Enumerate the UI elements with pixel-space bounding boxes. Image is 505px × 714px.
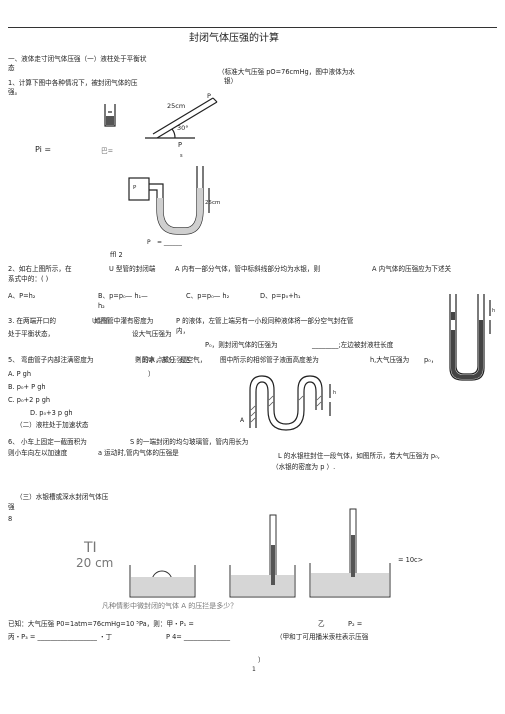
question-6: 6、 小车上固定一截面积为 (8, 438, 87, 446)
figure-5: A h (240, 375, 336, 431)
answer-5c: C. p₀+2 p gh (8, 396, 51, 404)
question-2-d: 系式中的：( ) (8, 275, 49, 283)
fig1-25cm: 25cm (167, 102, 185, 110)
fig5-a: A (240, 417, 245, 424)
question-5-d: h,大气压强为 (370, 356, 410, 364)
question-5-f: 则图中 (135, 356, 155, 364)
question-6-a: S 的一端封闭的均匀玻璃管，管内用长为 (130, 438, 249, 446)
question-6-e: （水银的密度为 p ）. (272, 463, 336, 471)
option-c: C、p=p₀— h₂ (186, 292, 230, 300)
answer-5a: A. P gh (8, 370, 32, 378)
question-1-cont: 强。 (8, 88, 22, 96)
question-3-b: U型管 (92, 317, 111, 325)
question-3-f: 处于平衡状态， (8, 330, 55, 338)
question-3-c: P 的液体，左管上端另有一小段同种液体将一部分空气封在管 (176, 317, 354, 325)
section-3-heading: （三）水银槽或深水封闭气体压 (16, 493, 109, 501)
question-8-prompt: 凡种情影中微封闭的气体 A 的压拦是多少？ (102, 602, 238, 610)
fig2-pb: P (133, 185, 137, 191)
question-3-d: 内， (176, 327, 190, 335)
question-5-c: 图中所示的相邻管子液面高度差为 (220, 356, 319, 364)
section-3-heading-cont: 强 (8, 503, 15, 511)
figure-2: P 25cm P = ______ (128, 166, 220, 246)
section-1-heading: 一、液体走寸闭气体压强（一）液柱处于平衡状 (8, 55, 147, 63)
answer-pi: Pi = (35, 145, 52, 154)
section-2-heading: （二）液柱处于加速状态 (16, 421, 89, 429)
question-3-e: 设大气压强为 (132, 330, 172, 338)
option-a: A、P=h₂ (8, 292, 36, 300)
question-6-c: a 运动时,管内气体的压强是 (98, 449, 179, 457)
header-rule (8, 27, 497, 28)
fig1-p: P (207, 92, 211, 100)
option-b: B、p=p₀— h₁— (98, 292, 148, 300)
hint: （甲和丁可用播米汞柱表示压强 (276, 633, 369, 641)
hint-close: ） (258, 656, 265, 664)
option-b-cont: h₂ (98, 302, 105, 310)
question-5-g: A 点的压强是（ (150, 356, 197, 364)
question-6-b: 则小车向左以加速度 (8, 449, 68, 457)
answer-ps-sub: s (180, 153, 183, 159)
question-5-b: 是空气， (180, 356, 207, 364)
question-2-b: A 内有一部分气体，管中标斜线部分均为水银，则 (175, 265, 321, 273)
answer-p4: P 4= ______________ (166, 633, 231, 641)
question-5-h: ） (148, 370, 155, 378)
question-3-g: P₀，则封闭气体的压强为 (205, 341, 278, 349)
question-8-number: 8 (8, 515, 13, 523)
page-title: 封闭气体压强的计算 (189, 33, 279, 44)
known-line: 已知：大气压强 P0=1atm=76cmHg=10 ⁵Pa，则：甲・P₁ = (8, 620, 194, 628)
question-3-a: 如图管中灌有密度为 (94, 317, 154, 325)
atm-note-cont: 银） (224, 77, 238, 85)
page-number: 1 (252, 666, 256, 673)
figure-3: h (449, 294, 495, 381)
fig8-tl: TI (84, 540, 97, 556)
fig3-h1: h (492, 308, 495, 314)
fig2-pb-answer: P (147, 239, 151, 246)
figure-8 (129, 508, 391, 598)
question-2-a: U 型管的封闭端 (109, 265, 156, 273)
fig8-20cm: 20 cm (76, 556, 114, 570)
fig5-h: h (333, 390, 336, 396)
option-d: D、p=p₀+h₁ (260, 292, 301, 300)
figure-1: 25cm 30° P (104, 92, 218, 139)
answer-5d: D. p₀+3 p gh (30, 409, 73, 417)
question-2: 2、如右上图所示，在 (8, 265, 72, 273)
fig2-blank: = ______ (157, 239, 183, 246)
question-1: 1、计算下图中各种情况下，被封闭气体的压 (8, 79, 138, 87)
answer-ps: P (178, 141, 182, 149)
label-yi: 乙 (318, 620, 325, 628)
atm-note: （标准大气压强 pO=76cmHg，图中液体为水 (218, 68, 355, 76)
answer-5b: B. p₀+ P gh (8, 383, 46, 391)
question-5-a: P 的水，部分 (136, 356, 176, 364)
question-6-d: L 的水银柱封住一段气体，如图所示，若大气压强为 p₀, (278, 452, 440, 460)
answer-p3-line: 丙・P₃ = __________________ ・丁 (8, 633, 113, 641)
question-3: 3. 在两端开口的 (8, 317, 56, 325)
section-1-heading-cont: 态 (8, 64, 15, 72)
question-5: 5、 弯曲管子内部注满密度为 (8, 356, 94, 364)
question-2-c: A 内气体的压强应为下述关 (372, 265, 452, 273)
answer-p2: P₂ = (348, 620, 363, 628)
fig8-10cm: = 10c> (398, 556, 424, 564)
figure-2-caption: ffl 2 (110, 251, 123, 259)
fig1-30deg: 30° (177, 124, 189, 132)
question-5-e: p₀， (424, 356, 438, 364)
answer-ba: 巴= (101, 147, 114, 155)
question-3-h: ________;左边被封液柱长度 (312, 341, 394, 349)
fig2-25cm: 25cm (205, 200, 220, 206)
